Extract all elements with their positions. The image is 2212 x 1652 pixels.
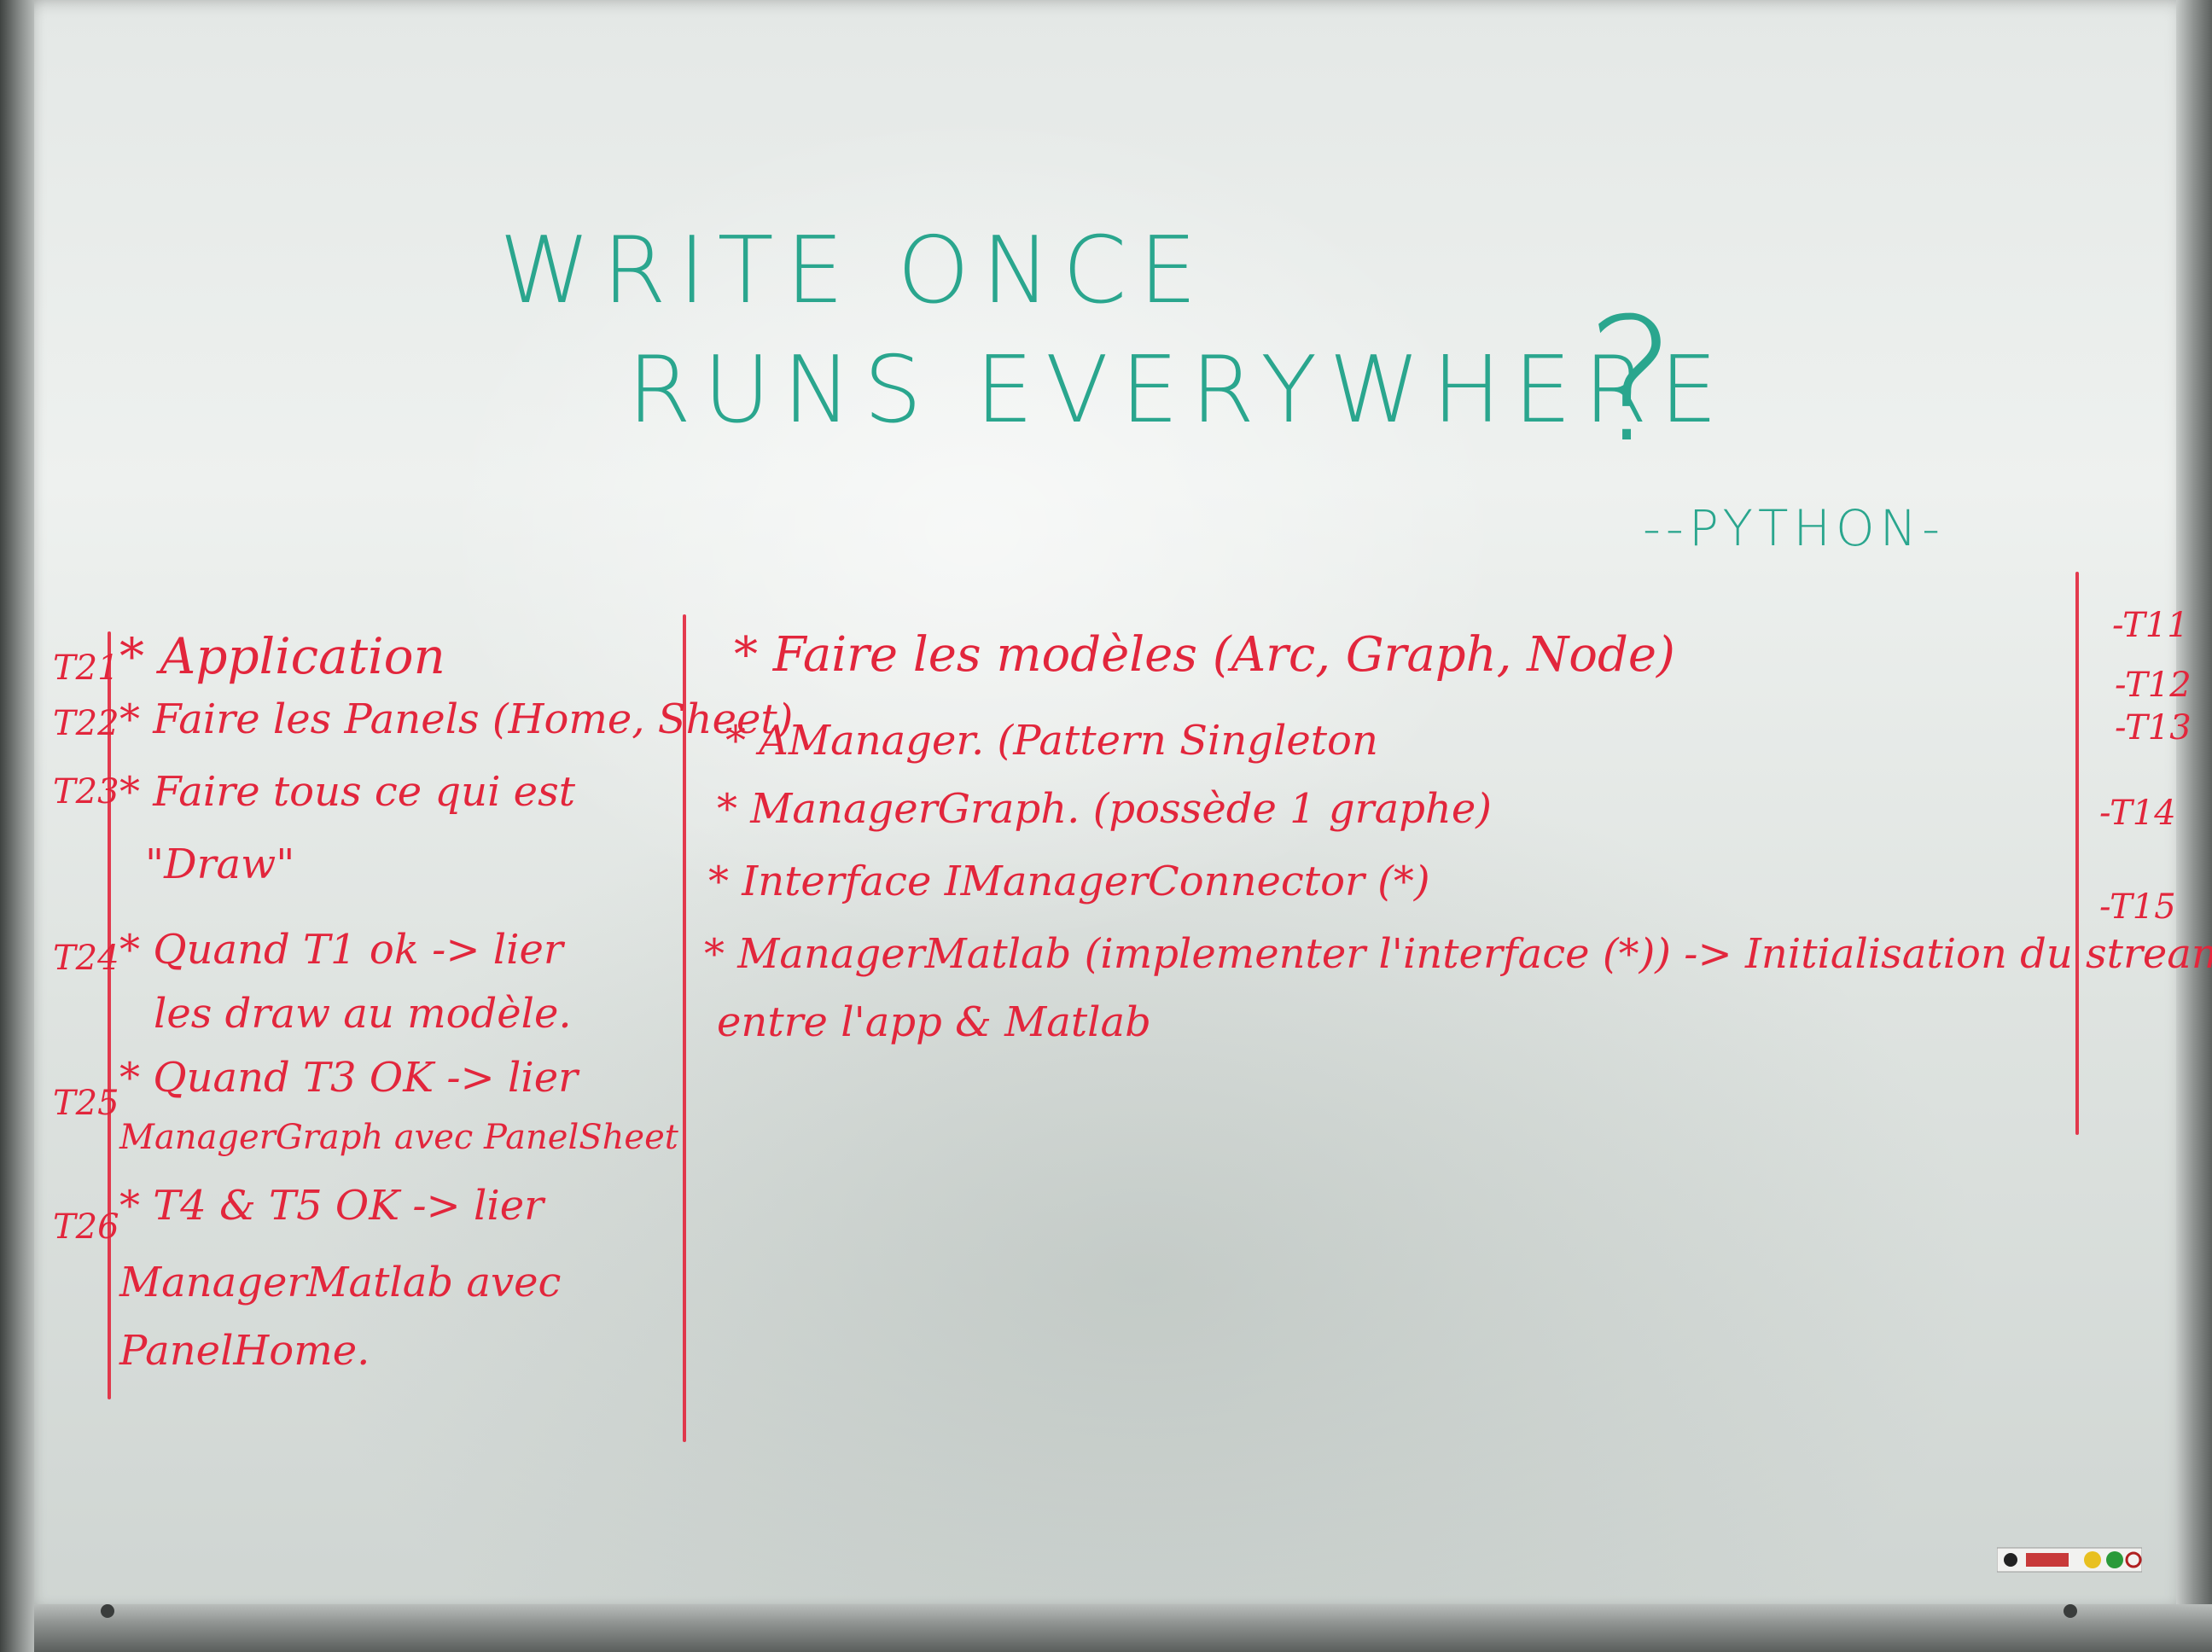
- left-item: les draw au modèle.: [154, 990, 572, 1038]
- task-tag: T24: [53, 939, 119, 978]
- heading-line-1: WRITE ONCE: [499, 218, 1209, 324]
- left-item: * Faire tous ce qui est: [119, 768, 575, 816]
- center-item: entre l'app & Matlab: [717, 998, 1151, 1046]
- center-item: * AManager. (Pattern Singleton: [725, 717, 1378, 765]
- screw: [2064, 1604, 2077, 1618]
- screw: [101, 1604, 114, 1618]
- task-tag: T22: [53, 704, 119, 743]
- task-tag: T26: [53, 1207, 119, 1247]
- left-item: ManagerGraph avec PanelSheet: [119, 1118, 678, 1157]
- task-tag: -T14: [2099, 794, 2176, 833]
- manufacturer-sticker: [1997, 1547, 2142, 1573]
- whiteboard: [34, 0, 2193, 1617]
- marker-tray: [34, 1604, 2212, 1652]
- board-frame-right: [2176, 0, 2212, 1652]
- heading-line-2: RUNS EVERYWHERE: [627, 337, 1730, 444]
- board-frame-left: [0, 0, 34, 1652]
- left-item: * Application: [119, 627, 445, 685]
- task-tag: T23: [53, 772, 119, 811]
- center-item: * ManagerMatlab (implementer l'interface…: [704, 930, 2212, 978]
- task-tag: T21: [53, 649, 119, 688]
- heading-question-mark: ?: [1586, 282, 1677, 480]
- task-tag: -T12: [2115, 666, 2192, 705]
- task-tag: T25: [53, 1084, 119, 1123]
- left-item: * Quand T1 ok -> lier: [119, 926, 563, 974]
- left-margin-line: [108, 631, 111, 1399]
- column-divider-line: [683, 614, 686, 1442]
- right-margin-line: [2075, 572, 2079, 1135]
- task-tag: -T13: [2115, 708, 2192, 747]
- left-item: "Draw": [145, 841, 295, 888]
- center-item: * Faire les modèles (Arc, Graph, Node): [734, 627, 1675, 683]
- task-tag: -T15: [2099, 887, 2176, 927]
- left-item: * T4 & T5 OK -> lier: [119, 1182, 544, 1230]
- center-item: * ManagerGraph. (possède 1 graphe): [717, 785, 1492, 833]
- left-item: PanelHome.: [119, 1327, 370, 1375]
- left-item: * Quand T3 OK -> lier: [119, 1054, 579, 1102]
- left-item: ManagerMatlab avec: [119, 1259, 562, 1306]
- task-tag: -T11: [2112, 606, 2189, 645]
- left-item: * Faire les Panels (Home, Sheet): [119, 695, 794, 743]
- center-item: * Interface IManagerConnector (*): [708, 858, 1430, 905]
- python-note: --PYTHON-: [1643, 499, 1945, 557]
